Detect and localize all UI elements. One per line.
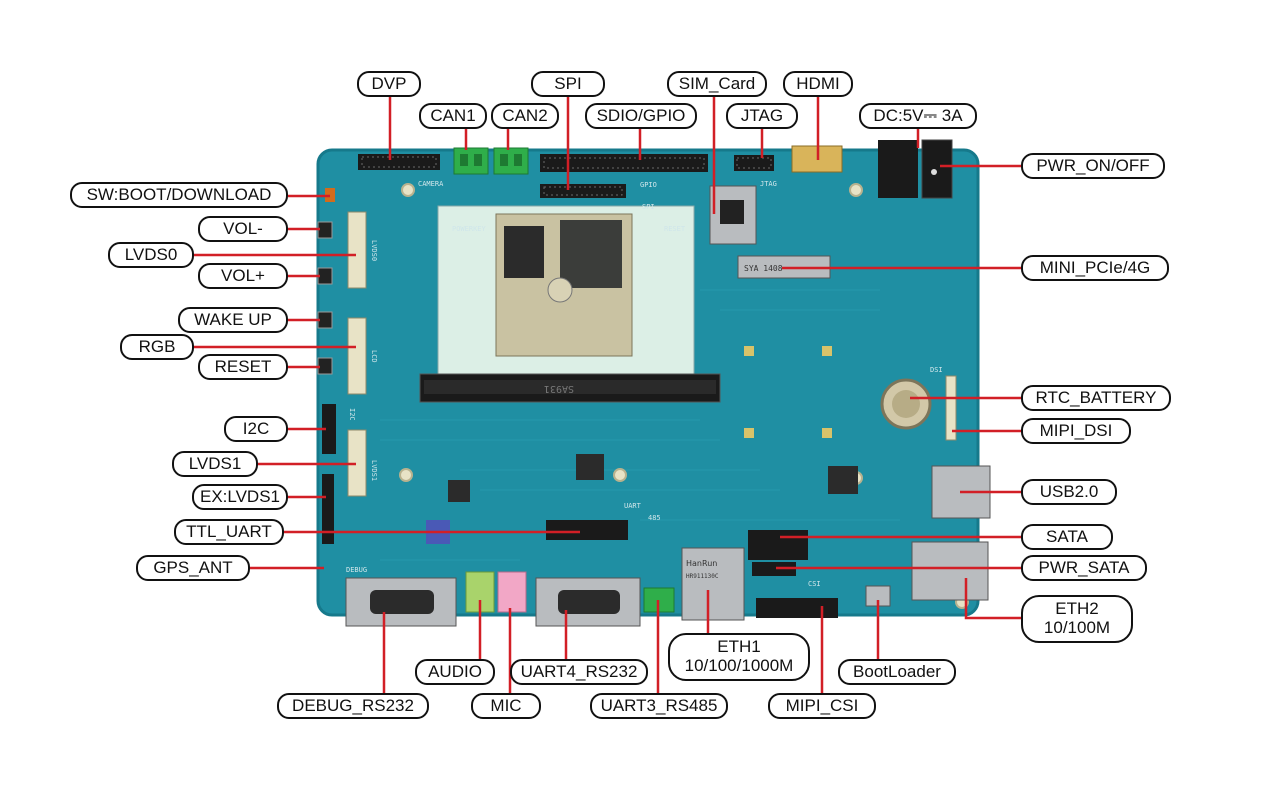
silk-dsi: DSI xyxy=(930,366,943,374)
silk-csi: CSI xyxy=(808,580,821,588)
silk-rj45-model: HR911130C xyxy=(686,573,719,580)
spi-header xyxy=(540,184,626,198)
label-reset: RESET xyxy=(198,354,288,380)
header-pins xyxy=(361,156,772,196)
label-mipi-csi: MIPI_CSI xyxy=(768,693,876,719)
label-rtc-battery: RTC_BATTERY xyxy=(1021,385,1171,411)
sata-connector xyxy=(748,530,808,560)
label-eth1-line1: ETH1 xyxy=(717,637,761,657)
label-uart4: UART4_RS232 xyxy=(510,659,648,685)
label-uart3: UART3_RS485 xyxy=(590,693,728,719)
i2c-header xyxy=(322,404,336,454)
label-can2: CAN2 xyxy=(491,103,559,129)
can1-terminal xyxy=(453,147,489,175)
label-lvds1: LVDS1 xyxy=(172,451,258,477)
silk-debug: DEBUG xyxy=(346,566,367,574)
label-can1: CAN1 xyxy=(419,103,487,129)
silk-jtag: JTAG xyxy=(760,180,777,188)
lvds0-connector xyxy=(347,211,367,289)
label-eth1-line2: 10/100/1000M xyxy=(684,656,794,675)
label-wake-up: WAKE UP xyxy=(178,307,288,333)
label-pwr-sata: PWR_SATA xyxy=(1021,555,1147,581)
label-sdio-gpio: SDIO/GPIO xyxy=(585,103,697,129)
label-lvds0: LVDS0 xyxy=(108,242,194,268)
label-eth2-line2: 10/100M xyxy=(1043,618,1111,637)
silk-reset: RESET xyxy=(664,225,686,233)
som-cpu xyxy=(560,220,622,288)
mounting-holes xyxy=(399,183,969,609)
dvp-header xyxy=(358,154,440,170)
label-gps-ant: GPS_ANT xyxy=(136,555,250,581)
ex-lvds1-header xyxy=(322,474,334,544)
label-sata: SATA xyxy=(1021,524,1113,550)
mic-jack xyxy=(497,571,527,613)
test-pads xyxy=(744,346,832,438)
can2-terminal xyxy=(493,147,529,175)
silk-powerkey: POWERKEY xyxy=(452,225,487,233)
label-dc-power: DC:5V⎓ 3A xyxy=(859,103,977,129)
silk-som-text: SA931 xyxy=(544,383,574,394)
mipi-csi-header xyxy=(756,598,838,618)
label-mipi-dsi: MIPI_DSI xyxy=(1021,418,1131,444)
leader-lines xyxy=(192,96,1022,694)
label-audio: AUDIO xyxy=(415,659,495,685)
label-bootloader: BootLoader xyxy=(838,659,956,685)
label-rgb: RGB xyxy=(120,334,194,360)
mipi-dsi-connector xyxy=(945,375,957,441)
pwr-sata-connector xyxy=(752,562,796,576)
label-debug-rs232: DEBUG_RS232 xyxy=(277,693,429,719)
label-ex-lvds1: EX:LVDS1 xyxy=(192,484,288,510)
label-eth2: ETH2 10/100M xyxy=(1021,595,1133,643)
uart-header xyxy=(546,520,628,540)
silk-lvds0: LVDS0 xyxy=(370,240,378,261)
silk-i2c: I2C xyxy=(348,408,356,421)
label-hdmi: HDMI xyxy=(783,71,853,97)
dc-jack xyxy=(878,140,918,198)
label-eth2-line1: ETH2 xyxy=(1055,599,1099,619)
silk-lvds1: LVDS1 xyxy=(370,460,378,481)
label-spi: SPI xyxy=(531,71,605,97)
power-switch xyxy=(921,139,953,199)
rgb-connector xyxy=(347,317,367,395)
silk-lcd: LCD xyxy=(370,350,378,363)
silk-uart: UART xyxy=(624,502,642,510)
label-pwr-on-off: PWR_ON/OFF xyxy=(1021,153,1165,179)
gpio-header xyxy=(540,154,708,172)
silk-gpio: GPIO xyxy=(640,181,657,189)
eth1-port xyxy=(681,547,745,621)
label-sw-boot: SW:BOOT/DOWNLOAD xyxy=(70,182,288,208)
side-buttons xyxy=(317,221,333,375)
silk-pcie-text: SYA 1408 xyxy=(744,264,783,273)
eth2-port xyxy=(911,541,989,601)
pcb-traces xyxy=(380,289,900,561)
label-usb2: USB2.0 xyxy=(1021,479,1117,505)
silk-camera: CAMERA xyxy=(418,180,444,188)
silk-rj45-brand: HanRun xyxy=(686,559,717,568)
silk-485: 485 xyxy=(648,514,661,522)
label-ttl-uart: TTL_UART xyxy=(174,519,284,545)
silk-spi: SPI xyxy=(642,203,655,211)
label-dvp: DVP xyxy=(357,71,421,97)
label-jtag: JTAG xyxy=(726,103,798,129)
jtag-header xyxy=(734,155,774,171)
label-mini-pcie: MINI_PCIe/4G xyxy=(1021,255,1169,281)
label-vol-plus: VOL+ xyxy=(198,263,288,289)
label-i2c: I2C xyxy=(224,416,288,442)
label-sim-card: SIM_Card xyxy=(667,71,767,97)
label-mic: MIC xyxy=(471,693,541,719)
label-eth1: ETH1 10/100/1000M xyxy=(668,633,810,681)
label-vol-minus: VOL- xyxy=(198,216,288,242)
